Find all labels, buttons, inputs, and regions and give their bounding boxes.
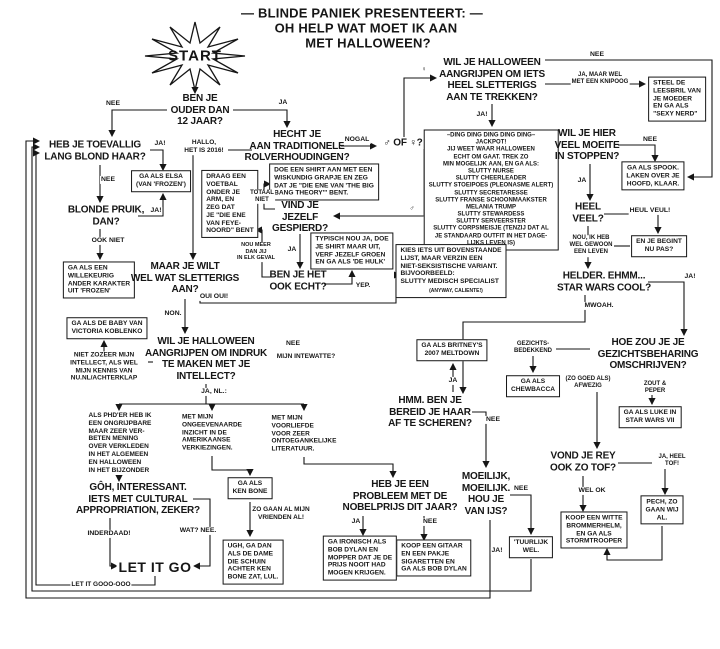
box-sexy-nerd: STEEL DE LEESBRIL VAN JE MOEDER EN GA AL… bbox=[648, 76, 706, 122]
lbl-gezichtsbedekkend: GEZICHTS- BEDEKKEND bbox=[512, 340, 554, 356]
q-rey-tof: VOND JE REY OOK ZO TOF? bbox=[550, 450, 616, 474]
lbl-ja-nobel: JA bbox=[350, 517, 362, 527]
lbl-nogal: NOGAL bbox=[343, 135, 371, 145]
box-tuurlijk-wel: 'TUURLIJK WEL. bbox=[508, 536, 554, 558]
lbl-nee-ouder: NEE bbox=[105, 99, 121, 109]
lbl-nee-ijs: NEE bbox=[513, 484, 529, 494]
lbl-ja-blond: JA! bbox=[153, 139, 167, 149]
q-intellect: WIL JE HALLOWEEN AANGRIJPEN OM INDRUK TE… bbox=[144, 336, 268, 382]
lbl-wat-nee: WAT? NEE. bbox=[178, 526, 218, 536]
lbl-mars-symbool: ♂ bbox=[408, 204, 416, 214]
lbl-ja-ouder: JA bbox=[277, 98, 289, 108]
lbl-inderdaad: INDERDAAD! bbox=[86, 529, 132, 539]
box-niet-seksistisch: KIES IETS UIT BOVENSTAANDE LIJST, MAAR V… bbox=[395, 244, 507, 298]
lbl-zo-gaan-vrienden: ZO GAAN AL MIJN VRIENDEN AL! bbox=[251, 506, 311, 522]
lbl-nou-ik-heb: NOU, IK HEB WEL GEWOON EEN LEVEN bbox=[568, 235, 614, 257]
box-ander-frozen: GA ALS EEN WILLEKEURIG ANDER KARAKTER UI… bbox=[62, 261, 136, 299]
q-ouder-dan-12: BEN JE OUDER DAN 12 JAAR? bbox=[170, 92, 230, 127]
box-dylan-gitaar: KOOP EEN GITAAR EN EEN PAKJE SIGARETTEN … bbox=[396, 539, 472, 577]
lbl-ja-haar: JA bbox=[447, 376, 459, 386]
lbl-mwoah: MWOAH. bbox=[583, 301, 615, 311]
lbl-nee-blond: NEE bbox=[100, 175, 116, 185]
lbl-totaal-niet: TOTAAL NIET bbox=[249, 189, 275, 205]
box-spook: GA ALS SPOOK. LAKEN OVER JE HOOFD, KLAAR… bbox=[621, 161, 685, 191]
q-star-wars: HELDER. EHMM... STAR WARS COOL? bbox=[556, 270, 652, 294]
q-haar-afscheren: HMM. BEN JE BEREID JE HAAR AF TE SCHEREN… bbox=[388, 394, 472, 429]
lbl-ja-moeite: JA bbox=[576, 176, 588, 186]
lbl-ja-ijs: JA! bbox=[490, 546, 504, 556]
q-heel-veel: HEEL VEEL? bbox=[572, 201, 604, 225]
lbl-nee-nobel: NEE bbox=[422, 517, 438, 527]
box-britney: GA ALS BRITNEY'S 2007 MELTDOWN bbox=[416, 339, 488, 361]
box-hulk: TYPISCH NOU JA, DOE JE SHIRT MAAR UIT, V… bbox=[310, 232, 394, 270]
lbl-ook-niet: OOK NIET bbox=[90, 236, 126, 246]
q-ook-echt: BEN JE HET OOK ECHT? bbox=[269, 269, 327, 293]
lbl-venus-symbool: ♀ bbox=[420, 65, 428, 75]
lbl-ja-heel-tof: JA, HEEL TOF! bbox=[657, 453, 687, 469]
q-gespierd: VIND JE JEZELF GESPIERD? bbox=[272, 199, 328, 234]
q-hou-je-van-ijs: MOEILIJK, MOEILIJK. HOU JE VAN IJS? bbox=[461, 471, 511, 517]
box-koblenko: GA ALS DE BABY VAN VICTORIA KOBLENKO bbox=[66, 317, 148, 339]
lbl-caliente: (ANYWAY, CALIENTE!) bbox=[428, 288, 484, 294]
box-dame-ken-bone: UGH, GA DAN ALS DE DAME DIE SCHUIN ACHTE… bbox=[222, 539, 284, 585]
lbl-zout-peper: ZOUT & PEPER bbox=[642, 380, 668, 396]
lbl-nee-moeite: NEE bbox=[642, 135, 658, 145]
q-veel-moeite: WIL JE HIER VEEL MOEITE IN STOPPEN? bbox=[554, 127, 620, 162]
box-stormtrooper: KOOP EEN WITTE BROMMERHELM, EN GA ALS ST… bbox=[560, 511, 628, 549]
q-cultural-appropriation: GÔH, INTERESSANT. IETS MET CULTURAL APPR… bbox=[76, 481, 200, 516]
box-big-bang: DOE EEN SHIRT AAN MET EEN WISKUNDIG GRAP… bbox=[269, 163, 379, 201]
txt-verkiezingen: MET MIJN ONGEEVENAARDE INZICHT IN DE AME… bbox=[181, 413, 243, 453]
start-burst-icon bbox=[144, 21, 246, 91]
lbl-man-of-vrouw: ♂ OF ♀? bbox=[383, 137, 423, 149]
lbl-ja-gespierd: JA bbox=[286, 245, 298, 255]
lbl-ja-sletterig: JA! bbox=[475, 110, 489, 120]
q-gezichtsbeharing: HOE ZOU JE JE GEZICHTSBEHARING OMSCHRIJV… bbox=[597, 336, 699, 371]
lbl-let-it-gooo: LET IT GOOO-OOO bbox=[70, 581, 132, 589]
q-rolverhoudingen: HECHT JE AAN TRADITIONELE ROLVERHOUDINGE… bbox=[244, 128, 350, 163]
box-elsa: GA ALS ELSA (VAN 'FROZEN') bbox=[131, 170, 191, 192]
q-sletterigs-aan: MAAR JE WILT WEL WAT SLETTERIGS AAN? bbox=[130, 260, 240, 295]
lbl-afwezig: (ZO GOED ALS) AFWEZIG bbox=[564, 375, 612, 391]
lbl-wel-ok: WEL OK bbox=[577, 486, 607, 496]
lbl-intewatte: MIJN INTEWATTE? bbox=[275, 353, 337, 361]
box-luke: GA ALS LUKE IN STAR WARS VII bbox=[618, 406, 682, 428]
q-nobelprijs: HEB JE EEN PROBLEEM MET DE NOBELPRIJS DI… bbox=[342, 478, 458, 513]
lbl-nee-haar: NEE bbox=[485, 415, 501, 425]
title-line-3: MET HALLOWEEN? bbox=[305, 35, 431, 51]
lbl-nee-intellect: NEE bbox=[285, 339, 301, 349]
lbl-ja-pruik: JA! bbox=[149, 206, 163, 216]
box-ken-bone: GA ALS KEN BONE bbox=[227, 477, 273, 499]
lbl-oui-oui: OUI OUI! bbox=[198, 292, 230, 302]
box-jackpot: –DING DING DING DING DING– JACKPOT! JIJ … bbox=[423, 129, 559, 251]
box-dylan-ironisch: GA IRONISCH ALS BOB DYLAN EN MOPPER DAT … bbox=[322, 535, 398, 581]
lbl-knipoog: JA, MAAR WEL MET EEN KNIPOOG bbox=[570, 71, 630, 87]
title-line-1: — BLINDE PANIEK PRESENTEERT: — bbox=[241, 5, 483, 21]
box-chewbacca: GA ALS CHEWBACCA bbox=[506, 375, 560, 397]
lbl-nou-meer-dan-jij: NOU MEER DAN JIJ IN ELK GEVAL bbox=[235, 242, 277, 262]
box-begint-nu-pas: EN JE BEGINT NU PAS? bbox=[631, 235, 687, 257]
txt-literatuur: MET MIJN VOORLIEFDE VOOR ZEER ONTOEGANKE… bbox=[270, 414, 338, 454]
lbl-yep: YEP. bbox=[354, 281, 372, 291]
lbl-hallo-2016: HALLO, HET IS 2016! bbox=[183, 139, 225, 155]
lbl-ja-star-wars: JA! bbox=[683, 272, 697, 282]
lbl-non: NON. bbox=[163, 309, 183, 319]
title-line-2: OH HELP WAT MOET IK AAN bbox=[274, 20, 458, 36]
q-blonde-pruik: BLONDE PRUIK, DAN? bbox=[67, 204, 145, 228]
big-let-it-go: LET IT GO bbox=[116, 558, 194, 576]
start-label: START bbox=[168, 47, 222, 65]
txt-phd: ALS PHD'ER HEB IK EEN ONGRIJPBARE MAAR Z… bbox=[87, 411, 153, 475]
q-blond-haar: HEB JE TOEVALLIG LANG BLOND HAAR? bbox=[44, 139, 146, 163]
box-pech: PECH, ZO GAAN WIJ AL. bbox=[640, 495, 684, 525]
q-sletterigs-trekken: WIL JE HALLOWEEN AANGRIJPEN OM IETS HEEL… bbox=[439, 57, 545, 103]
lbl-heul-veul: HEUL VEUL! bbox=[628, 206, 672, 216]
lbl-nunl-achterklap: NIET ZOZEER MIJN INTELLECT, ALS WEL MIJN… bbox=[69, 351, 139, 383]
lbl-ja-nl: JA, NL.: bbox=[200, 387, 228, 397]
lbl-nee-sletterig: NEE bbox=[589, 50, 605, 60]
